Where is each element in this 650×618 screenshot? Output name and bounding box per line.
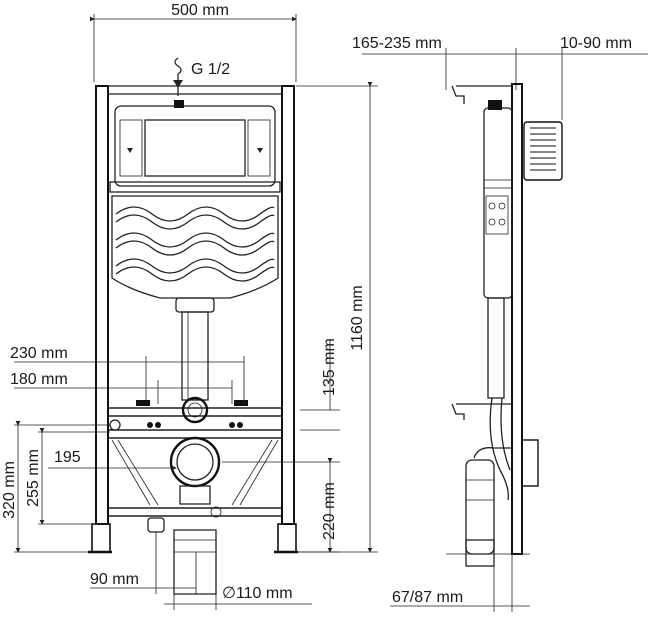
- flush-pipe: [175, 297, 215, 424]
- side-top-dimensions: 165-235 mm 10-90 mm: [352, 35, 648, 120]
- dim-1160: 1160 mm: [296, 82, 378, 553]
- dim-90-label: 90 mm: [90, 571, 139, 588]
- side-waste: [465, 397, 539, 567]
- side-flush-plate: [523, 121, 563, 181]
- width-label: 500 mm: [171, 2, 229, 19]
- side-dim-outlet: 67/87 mm: [390, 554, 530, 612]
- water-supply-label: G 1/2: [173, 57, 230, 96]
- dim-320: 320 mm: [1, 421, 110, 553]
- side-view: 165-235 mm 10-90 mm: [352, 35, 648, 612]
- dim-1160-label: 1160 mm: [349, 285, 366, 351]
- side-cistern: [483, 100, 513, 399]
- dim-110: ∅110 mm: [164, 585, 312, 610]
- waste-bend: [147, 436, 222, 595]
- dim-220: 220 mm: [222, 458, 340, 553]
- width-dimension: 500 mm: [90, 2, 297, 82]
- dim-180-label: 180 mm: [10, 371, 68, 388]
- cistern: [109, 100, 281, 299]
- mounting-studs: [109, 400, 248, 431]
- dim-135-label: 135 mm: [321, 338, 338, 396]
- dim-220-label: 220 mm: [321, 482, 338, 540]
- side-depth-label: 165-235 mm: [352, 35, 442, 52]
- dim-230: 230 mm: [10, 345, 245, 404]
- side-wall-label: 10-90 mm: [560, 35, 632, 52]
- front-view: 500 mm G 1/2: [1, 2, 378, 610]
- dim-110-label: ∅110 mm: [222, 585, 293, 602]
- supply-label: G 1/2: [191, 61, 230, 78]
- dim-255: 255 mm: [25, 428, 110, 525]
- dim-195: 195: [48, 449, 177, 471]
- side-outlet-label: 67/87 mm: [392, 589, 463, 606]
- frame: [88, 85, 298, 554]
- dim-230-label: 230 mm: [10, 345, 68, 362]
- dim-135: 135 mm: [300, 338, 340, 431]
- dim-195-label: 195: [54, 449, 81, 466]
- dim-320-label: 320 mm: [1, 461, 18, 519]
- dim-255-label: 255 mm: [25, 449, 42, 507]
- dim-180: 180 mm: [10, 371, 233, 404]
- dim-90: 90 mm: [90, 532, 197, 594]
